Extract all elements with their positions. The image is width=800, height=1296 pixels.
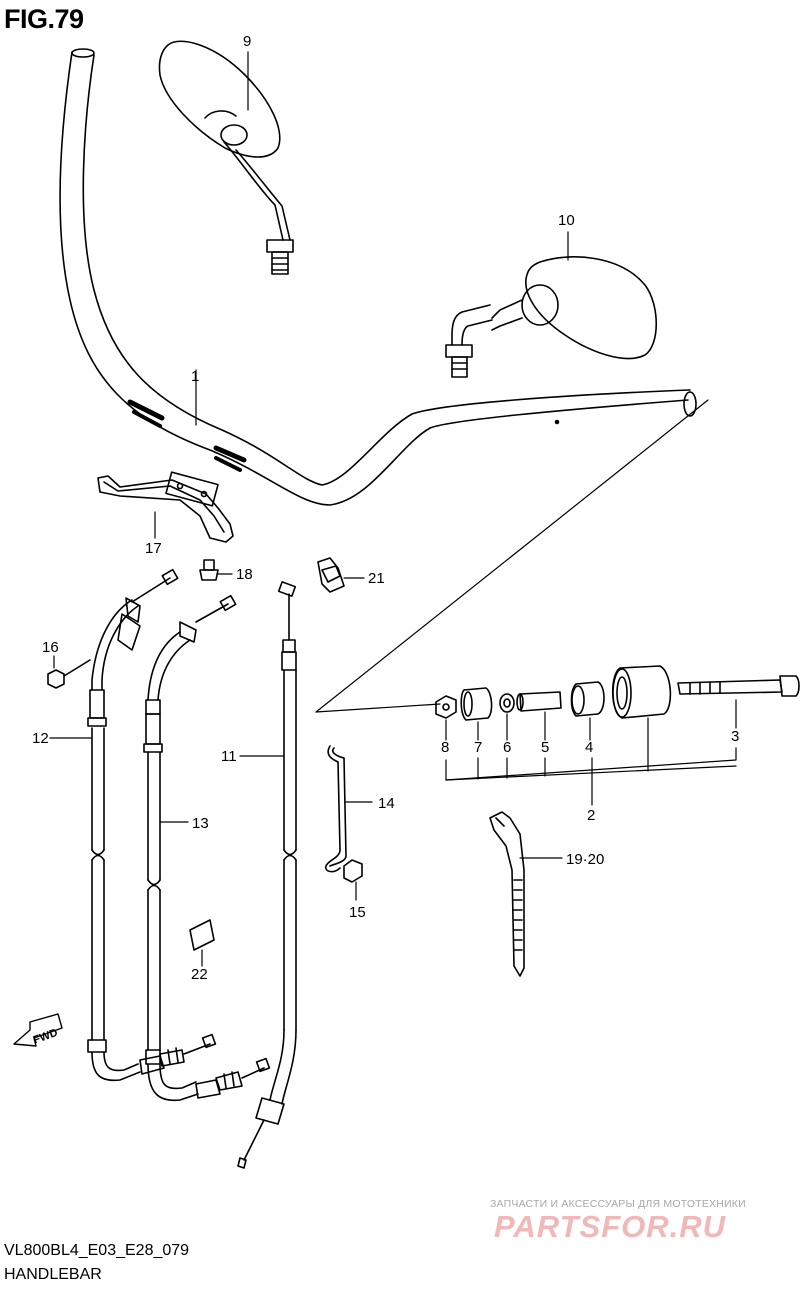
callout-6: 6 — [503, 739, 511, 756]
label-sticker — [189, 919, 215, 967]
throttle-cable-no2 — [143, 594, 237, 1102]
model-code: VL800BL4_E03_E28_079 — [4, 1242, 190, 1259]
callout-5: 5 — [541, 739, 549, 756]
mirror-right — [445, 231, 658, 378]
handlebar-balancer-assembly — [435, 665, 800, 721]
watermark-tagline: ЗАПЧАСТИ И АКСЕССУАРЫ ДЛЯ МОТОТЕХНИКИ — [490, 1198, 746, 1210]
throttle-cable-no1 — [49, 568, 179, 1082]
clamp-21 — [317, 557, 365, 593]
cable-tie — [489, 811, 563, 977]
callout-9: 9 — [243, 33, 251, 50]
callout-22: 22 — [191, 966, 208, 983]
cable-end-fittings — [139, 1033, 271, 1099]
watermark-brand: PARTSFOR.RU — [494, 1209, 727, 1244]
section-name: HANDLEBAR — [4, 1266, 102, 1283]
mirror-left — [158, 40, 294, 275]
forward-direction-arrow — [13, 1013, 63, 1047]
handlebar — [59, 48, 697, 506]
callout-2: 2 — [587, 807, 595, 824]
callout-18: 18 — [236, 566, 253, 583]
callout-12: 12 — [32, 730, 49, 747]
callout-21: 21 — [368, 570, 385, 587]
callout-11: 11 — [221, 748, 237, 765]
callout-4: 4 — [585, 739, 593, 756]
callout-8: 8 — [441, 739, 449, 756]
callout-7: 7 — [474, 739, 482, 756]
callout-10: 10 — [558, 212, 575, 229]
callout-leaders-assembly — [445, 699, 737, 806]
handlebar-holder-plate — [97, 471, 234, 543]
bolt-15 — [343, 859, 363, 901]
bolt-18 — [199, 559, 233, 581]
callout-17: 17 — [145, 540, 162, 557]
callout-1: 1 — [191, 368, 199, 385]
bolt-16 — [47, 655, 91, 689]
callout-13: 13 — [192, 815, 209, 832]
callout-15: 15 — [349, 904, 366, 921]
callout-14: 14 — [378, 795, 395, 812]
callout-19-20: 19·20 — [566, 851, 604, 868]
fwd-label: FWD — [32, 1027, 60, 1047]
cable-guide-bracket — [324, 745, 373, 873]
figure-title: FIG.79 — [4, 4, 84, 34]
callout-16: 16 — [42, 639, 59, 656]
assembly-leader-lines — [315, 399, 709, 713]
clutch-cable — [237, 581, 297, 1169]
callout-3: 3 — [731, 728, 739, 745]
